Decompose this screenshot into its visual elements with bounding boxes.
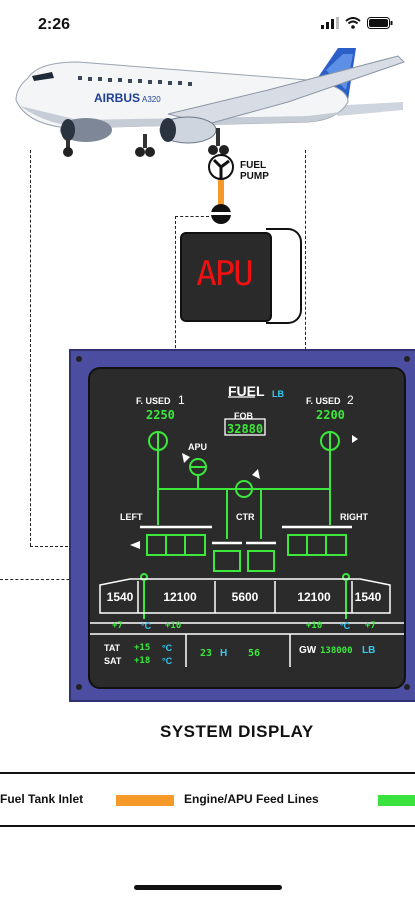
tat-label: TAT (104, 643, 121, 653)
aircraft-brand: AIRBUS (94, 91, 140, 105)
temp-unit-left: °C (141, 621, 152, 631)
tank-center: 5600 (231, 590, 259, 604)
temp-unit-right: °C (340, 621, 351, 631)
tank-outer-left: 1540 (106, 590, 134, 604)
legend-green-swatch (378, 795, 415, 806)
legend-feed-lines: Engine/APU Feed Lines (184, 792, 319, 806)
legend-divider-bottom (0, 825, 415, 827)
fob-label: FOB (234, 411, 253, 421)
system-display-label: SYSTEM DISPLAY (160, 722, 314, 741)
home-indicator[interactable] (134, 885, 282, 890)
ecam-title-unit: LB (272, 389, 284, 399)
fuel-pump-icon (208, 154, 234, 224)
apu-unit[interactable] (180, 232, 272, 322)
temp-right-outer: +7 (365, 621, 376, 631)
panel-screw (76, 356, 82, 362)
sat-value: +18 (134, 656, 151, 666)
fuel-pump-label-line1: FUEL (240, 160, 267, 171)
fob-value: 32880 (227, 422, 264, 436)
gw-value: 138000 (320, 646, 353, 656)
panel-screw (404, 356, 410, 362)
temp-left-inner: +10 (165, 621, 182, 631)
aircraft-image: AIRBUS A320 (15, 48, 405, 157)
clock-hours-label: H (220, 648, 228, 659)
panel-screw (76, 684, 82, 690)
tank-outer-right: 1540 (354, 590, 382, 604)
legend-divider-top (0, 772, 415, 774)
apu-valve-label: APU (188, 442, 208, 452)
battery-icon (367, 17, 393, 29)
clock-minutes: 56 (248, 648, 261, 659)
fuel-pump-label: FUEL PUMP (240, 160, 269, 182)
dashed-line-right (305, 150, 306, 350)
right-tank-label: RIGHT (340, 512, 368, 522)
ecam-title: FUEL (228, 383, 265, 399)
legend-orange-swatch (116, 795, 174, 806)
left-tank-label: LEFT (120, 512, 143, 522)
dashed-line-low (0, 579, 90, 580)
legend-fuel-tank-inlet: Fuel Tank Inlet (0, 792, 84, 806)
temp-left-outer: +7 (112, 621, 123, 631)
dashed-line-apu (175, 216, 209, 217)
fuel-pump-label-line2: PUMP (240, 171, 269, 182)
clock-hours: 23 (200, 648, 213, 659)
tank-inner-left: 12100 (163, 590, 197, 604)
fuel-schematic (90, 396, 404, 667)
sat-label: SAT (104, 656, 122, 666)
f-used-1-value: 2250 (146, 408, 175, 422)
apu-label: APU (196, 254, 253, 294)
gw-label: GW (299, 645, 317, 656)
f-used-2-value: 2200 (316, 408, 345, 422)
temp-right-inner: +10 (306, 621, 323, 631)
tat-unit: °C (162, 643, 173, 653)
wifi-icon (345, 17, 361, 29)
status-icons (321, 17, 393, 29)
ctr-tank-label: CTR (236, 512, 255, 522)
tat-value: +15 (134, 643, 151, 653)
sat-unit: °C (162, 656, 173, 666)
dashed-line-left (30, 150, 31, 546)
signal-icon (321, 17, 339, 29)
f-used-1-num: 1 (178, 393, 185, 407)
gw-unit: LB (362, 645, 376, 656)
dashed-line-apu-v (175, 216, 176, 368)
status-time: 2:26 (38, 16, 71, 33)
aircraft-model: A320 (142, 95, 161, 104)
apu-housing (266, 228, 302, 324)
f-used-2-label: F. USED (306, 396, 341, 406)
f-used-2-num: 2 (347, 393, 354, 407)
tank-inner-right: 12100 (297, 590, 331, 604)
f-used-1-label: F. USED (136, 396, 171, 406)
panel-screw (404, 684, 410, 690)
